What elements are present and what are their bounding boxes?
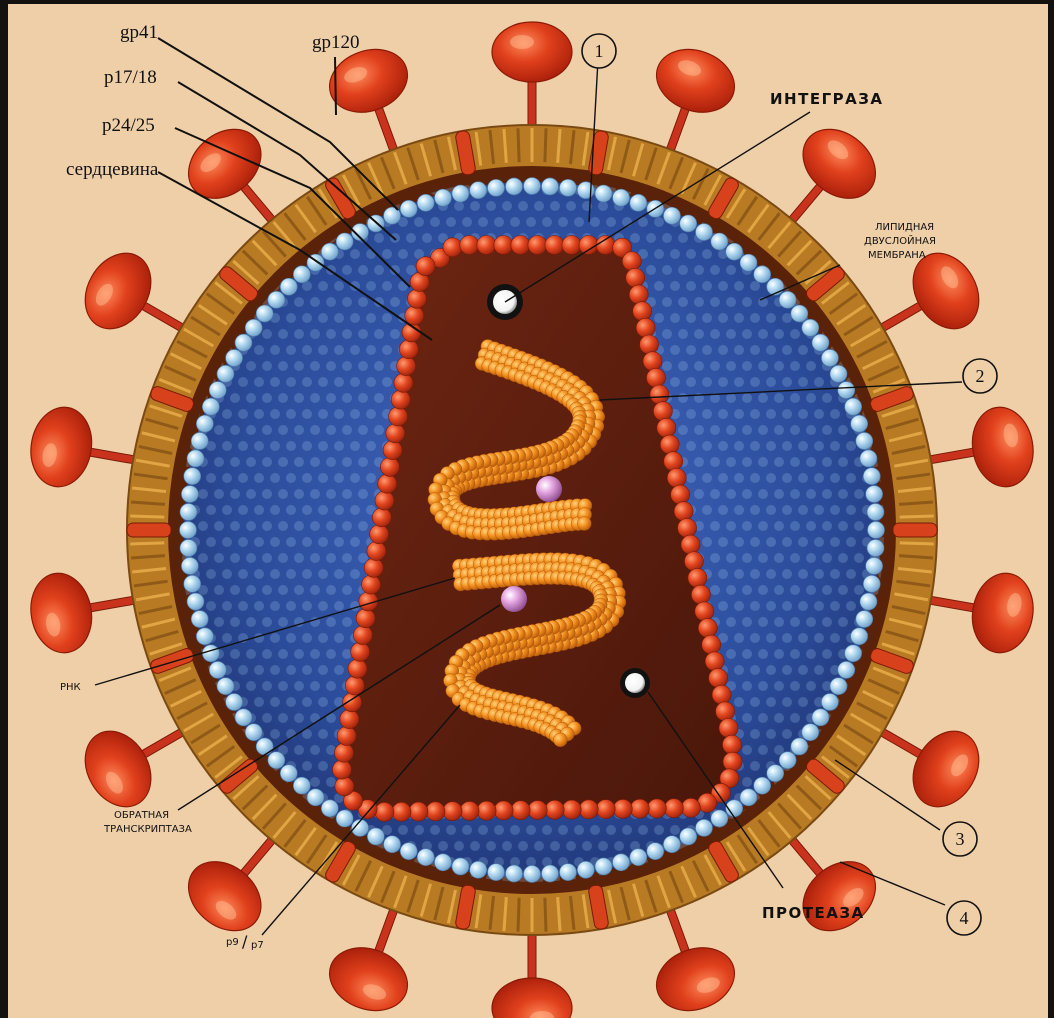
label-rt-1: ОБРАТНАЯ [114, 810, 169, 821]
gp41-stem [127, 523, 171, 537]
callout-4-number: 4 [960, 908, 969, 928]
label-rna: РНК [60, 682, 81, 693]
page-top-edge [0, 0, 1054, 4]
label-protease: ПРОТЕАЗА [762, 904, 865, 922]
label-p9p7-separator: / [242, 932, 248, 951]
label-p24-25: p24/25 [102, 115, 155, 136]
callout-2-number: 2 [976, 366, 985, 386]
callout-1-number: 1 [595, 41, 604, 61]
page-right-edge [1048, 0, 1054, 1018]
leader-gp120 [335, 57, 336, 115]
callout-2: 2 [963, 359, 997, 393]
reverse-transcriptase-particle-1 [536, 476, 562, 502]
label-lipid-3: МЕМБРАНА [868, 250, 926, 261]
label-p7: p7 [251, 940, 264, 951]
callout-3-number: 3 [956, 829, 965, 849]
page-left-edge [0, 0, 8, 1018]
label-core: сердцевина [66, 159, 159, 180]
reverse-transcriptase-particle-2 [501, 586, 527, 612]
label-p9: p9 [226, 937, 239, 948]
label-lipid-1: ЛИПИДНАЯ [875, 222, 934, 233]
label-gp41: gp41 [120, 22, 158, 43]
gp41-stem [893, 523, 937, 537]
label-integrase: ИНТЕГРАЗА [770, 90, 884, 108]
callout-3: 3 [943, 822, 977, 856]
label-gp120: gp120 [312, 32, 360, 53]
label-p17-18: p17/18 [104, 67, 157, 88]
callout-4: 4 [947, 901, 981, 935]
label-rt-2: ТРАНСКРИПТАЗА [103, 824, 192, 835]
label-lipid-2: ДВУСЛОЙНАЯ [864, 234, 936, 247]
protease-particle [620, 668, 650, 698]
callout-1: 1 [582, 34, 616, 68]
